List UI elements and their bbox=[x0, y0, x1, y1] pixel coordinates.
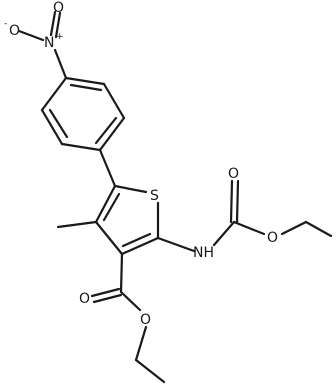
charge-minus: - bbox=[4, 19, 7, 29]
bond-thio-c2-c3 bbox=[120, 236, 160, 256]
atom-labels: - O N + O S NH O O O O bbox=[4, 0, 278, 328]
bond-o-ester-ch2 bbox=[134, 325, 148, 362]
bond-thio-c2-c3-inner bbox=[121, 232, 152, 248]
bond-c-o-double-b bbox=[235, 179, 240, 224]
bond-lines bbox=[17, 10, 333, 384]
bond-thio-c5-s bbox=[113, 184, 148, 194]
bond-thio-c4-c5 bbox=[94, 184, 117, 224]
bond-cester-o-ether bbox=[119, 290, 142, 312]
bond-nh-c bbox=[212, 220, 236, 247]
bond-n-ring bbox=[53, 48, 68, 80]
bond-benz-4 bbox=[60, 142, 102, 152]
atom-nitro-o-minus: - O bbox=[4, 19, 20, 39]
atom-carbamate-o-carbonyl: O bbox=[228, 166, 239, 182]
bond-benz-5 bbox=[40, 108, 64, 146]
bond-benz-thiophene bbox=[98, 148, 117, 188]
atom-label-n: N bbox=[44, 35, 54, 51]
bond-cester-o-double-b bbox=[92, 293, 123, 304]
bond-benz-1-inner bbox=[69, 83, 103, 92]
bond-c3-cester bbox=[119, 252, 124, 294]
atom-nitro-n: N + bbox=[44, 32, 64, 51]
atom-nitro-o-double: O bbox=[53, 0, 64, 16]
bond-benz-3-inner bbox=[94, 116, 118, 145]
bond-ch2-ch3 bbox=[304, 220, 333, 238]
bond-cester-o-double-a bbox=[90, 287, 121, 298]
bond-n-o-double-a bbox=[49, 10, 57, 37]
bond-o-ch2 bbox=[280, 220, 308, 236]
bond-benz-3 bbox=[98, 116, 126, 152]
atom-ester-o-carbonyl: O bbox=[79, 291, 90, 307]
bond-c-o-ether bbox=[232, 220, 266, 236]
bond-thio-c3-c4 bbox=[94, 220, 124, 256]
charge-plus: + bbox=[56, 32, 64, 42]
atom-carbamate-nh: NH bbox=[193, 245, 214, 261]
atom-ester-o-ether: O bbox=[140, 312, 151, 328]
atom-label-o: O bbox=[9, 23, 20, 39]
bond-benz-2 bbox=[102, 82, 126, 120]
bond-c2-nh bbox=[156, 236, 196, 253]
bond-methyl bbox=[56, 220, 98, 229]
bond-thio-c4-c5-inner bbox=[102, 192, 121, 222]
bond-ester-ch2-ch3 bbox=[134, 358, 166, 384]
bond-benz-1 bbox=[64, 76, 106, 86]
bond-benz-6 bbox=[40, 76, 68, 112]
bond-c-o-double-a bbox=[229, 179, 234, 224]
atom-thiophene-s: S bbox=[150, 188, 159, 204]
bond-o-n bbox=[17, 29, 45, 42]
bond-benz-5-inner bbox=[48, 108, 69, 139]
bond-n-o-double-b bbox=[54, 11, 62, 39]
atom-carbamate-o-ether: O bbox=[267, 230, 278, 246]
